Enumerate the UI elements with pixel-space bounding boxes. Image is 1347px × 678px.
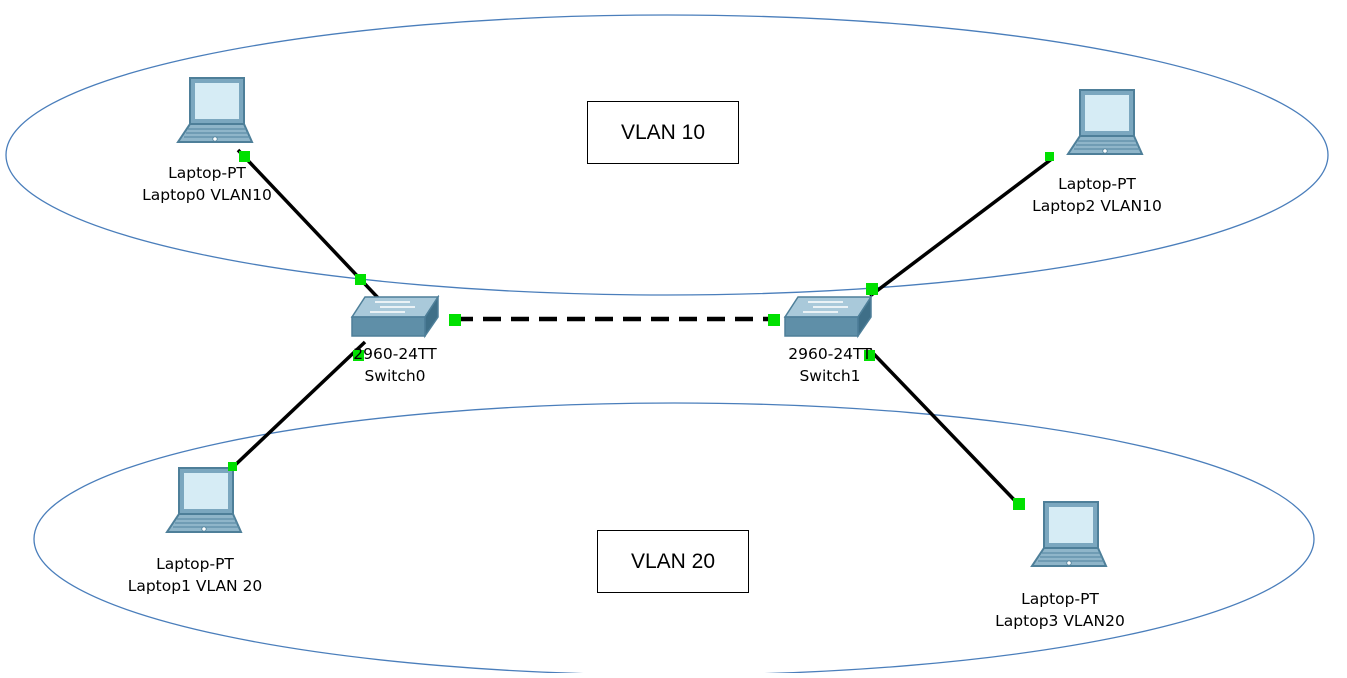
switch0-label: 2960-24TT Switch0 xyxy=(353,343,436,387)
laptop2-device[interactable] xyxy=(1067,89,1143,155)
switch1-name: Switch1 xyxy=(799,367,861,385)
laptop1-label: Laptop-PT Laptop1 VLAN 20 xyxy=(128,553,263,597)
laptop0-model: Laptop-PT xyxy=(168,164,246,182)
laptop3-label: Laptop-PT Laptop3 VLAN20 xyxy=(995,588,1125,632)
port-light-switch0-laptop1 xyxy=(353,350,364,361)
laptop2-label: Laptop-PT Laptop2 VLAN10 xyxy=(1032,173,1162,217)
laptop2-name: Laptop2 VLAN10 xyxy=(1032,197,1162,215)
port-light-switch0-laptop0 xyxy=(355,274,366,285)
port-light-laptop3 xyxy=(1013,498,1025,510)
link-laptop2-switch1[interactable] xyxy=(868,156,1055,298)
switch1-label: 2960-24TT Switch1 xyxy=(788,343,871,387)
laptop2-model: Laptop-PT xyxy=(1058,175,1136,193)
laptop3-model: Laptop-PT xyxy=(1021,590,1099,608)
switch0-name: Switch0 xyxy=(364,367,426,385)
port-light-laptop2 xyxy=(1045,152,1054,161)
switch0-device[interactable] xyxy=(351,296,439,337)
vlan10-label-text: VLAN 10 xyxy=(620,120,706,144)
laptop0-device[interactable] xyxy=(177,77,253,143)
port-light-laptop1 xyxy=(228,462,237,471)
laptop0-label: Laptop-PT Laptop0 VLAN10 xyxy=(142,162,272,206)
vlan10-zone-ellipse xyxy=(5,14,1329,296)
laptop1-device[interactable] xyxy=(166,467,242,533)
vlan20-label: VLAN 20 xyxy=(597,530,749,593)
laptop0-name: Laptop0 VLAN10 xyxy=(142,186,272,204)
switch0-model: 2960-24TT xyxy=(353,345,437,363)
vlan10-label: VLAN 10 xyxy=(587,101,739,164)
port-light-switch1-laptop3 xyxy=(864,350,875,361)
links xyxy=(230,148,1055,510)
switch1-device[interactable] xyxy=(784,296,872,337)
port-lights xyxy=(228,151,1054,510)
laptop3-device[interactable] xyxy=(1031,501,1107,567)
port-light-switch1-laptop2 xyxy=(866,283,878,295)
port-light-switch1-trunk xyxy=(768,314,780,326)
link-laptop3-switch1[interactable] xyxy=(868,348,1024,510)
switch1-model: 2960-24TT xyxy=(788,345,872,363)
laptop3-name: Laptop3 VLAN20 xyxy=(995,612,1125,630)
link-laptop1-switch0[interactable] xyxy=(230,340,367,470)
laptop1-name: Laptop1 VLAN 20 xyxy=(127,577,263,595)
port-light-laptop0 xyxy=(239,151,250,162)
laptop1-model: Laptop-PT xyxy=(156,555,234,573)
port-light-switch0-trunk xyxy=(449,314,461,326)
vlan20-label-text: VLAN 20 xyxy=(630,549,716,573)
